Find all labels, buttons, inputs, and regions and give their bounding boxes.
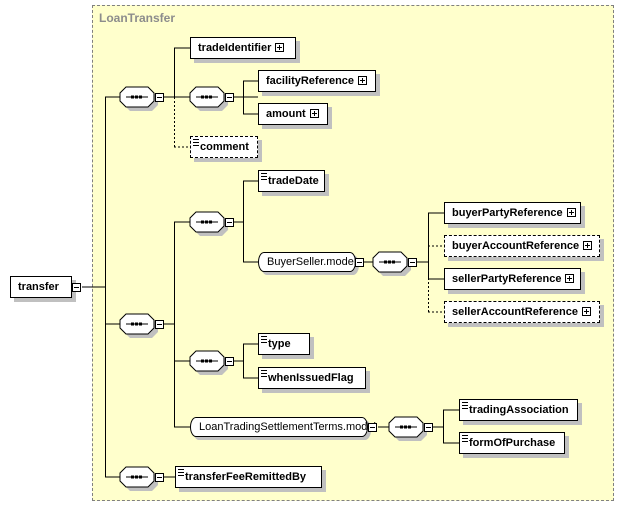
sequence-collapse-toggle[interactable] — [225, 93, 234, 102]
model-label: LoanTradingSettlementTerms.model — [199, 421, 376, 433]
expand-icon[interactable] — [275, 42, 285, 52]
root-element-transfer[interactable]: transfer — [10, 276, 72, 298]
collapse-toggle[interactable] — [72, 283, 81, 292]
element-label: tradeIdentifier — [198, 42, 272, 54]
simple-type-icon — [462, 402, 468, 409]
sequence-collapse-toggle[interactable] — [225, 357, 234, 366]
expand-icon[interactable] — [583, 240, 593, 250]
element-seller-account-reference[interactable]: sellerAccountReference — [444, 301, 600, 323]
model-collapse-toggle[interactable] — [368, 423, 377, 432]
sequence-dot-icon — [139, 322, 142, 326]
group-title: LoanTransfer — [99, 11, 176, 25]
simple-type-icon — [193, 139, 199, 146]
sequence-collapse-toggle[interactable] — [424, 423, 433, 432]
sequence-dot-icon — [131, 475, 134, 479]
sequence-dot-icon — [139, 95, 142, 99]
element-label: facilityReference — [266, 75, 355, 87]
sequence-dot-icon — [205, 220, 208, 224]
sequence-dot-icon — [205, 359, 208, 363]
element-trade-date[interactable]: tradeDate — [258, 170, 325, 192]
model-collapse-toggle[interactable] — [355, 258, 364, 267]
model-label: BuyerSeller.model — [267, 256, 357, 268]
simple-type-icon — [178, 469, 184, 476]
element-trade-identifier[interactable]: tradeIdentifier — [190, 37, 296, 59]
sequence-collapse-toggle[interactable] — [408, 258, 417, 267]
sequence-dot-icon — [408, 425, 411, 429]
simple-type-icon — [261, 336, 267, 343]
element-label: whenIssuedFlag — [268, 372, 354, 384]
sequence-dot-icon — [209, 220, 212, 224]
element-buyer-account-reference[interactable]: buyerAccountReference — [444, 235, 600, 257]
element-transfer-fee-remitted-by[interactable]: transferFeeRemittedBy — [175, 466, 322, 488]
element-label: amount — [266, 108, 306, 120]
element-label: tradeDate — [268, 175, 319, 187]
sequence-dot-icon — [392, 260, 395, 264]
expand-icon[interactable] — [358, 75, 368, 85]
expand-icon[interactable] — [565, 273, 575, 283]
sequence-dot-icon — [131, 322, 134, 326]
expand-icon[interactable] — [309, 108, 319, 118]
element-label: buyerAccountReference — [452, 240, 580, 252]
expand-icon[interactable] — [566, 207, 576, 217]
sequence-dot-icon — [209, 95, 212, 99]
element-amount[interactable]: amount — [258, 103, 328, 125]
element-label: transferFeeRemittedBy — [185, 471, 307, 483]
element-facility-reference[interactable]: facilityReference — [258, 70, 376, 92]
element-comment[interactable]: comment — [190, 136, 258, 158]
element-label: tradingAssociation — [469, 404, 569, 416]
sequence-dot-icon — [205, 95, 208, 99]
simple-type-icon — [462, 435, 468, 442]
element-label: sellerAccountReference — [452, 306, 578, 318]
element-label: transfer — [18, 281, 59, 293]
expand-icon[interactable] — [581, 306, 591, 316]
sequence-dot-icon — [139, 475, 142, 479]
simple-type-icon — [261, 370, 267, 377]
sequence-dot-icon — [135, 322, 138, 326]
sequence-dot-icon — [131, 95, 134, 99]
simple-type-icon — [261, 173, 267, 180]
element-label: buyerPartyReference — [452, 207, 563, 219]
sequence-dot-icon — [201, 95, 204, 99]
sequence-dot-icon — [135, 475, 138, 479]
group-loan-trading-settlement-terms-model[interactable]: LoanTradingSettlementTerms.model — [190, 417, 376, 437]
sequence-dot-icon — [384, 260, 387, 264]
element-trading-association[interactable]: tradingAssociation — [459, 399, 578, 421]
sequence-collapse-toggle[interactable] — [225, 218, 234, 227]
sequence-dot-icon — [135, 95, 138, 99]
element-seller-party-reference[interactable]: sellerPartyReference — [444, 268, 581, 290]
group-buyer-seller-model[interactable]: BuyerSeller.model — [258, 252, 356, 272]
element-label: type — [268, 338, 291, 350]
element-label: comment — [200, 141, 249, 153]
sequence-dot-icon — [388, 260, 391, 264]
sequence-dot-icon — [201, 220, 204, 224]
sequence-collapse-toggle[interactable] — [155, 473, 164, 482]
element-form-of-purchase[interactable]: formOfPurchase — [459, 432, 565, 454]
element-label: formOfPurchase — [469, 437, 556, 449]
element-type[interactable]: type — [258, 333, 310, 355]
element-when-issued-flag[interactable]: whenIssuedFlag — [258, 367, 366, 389]
sequence-dot-icon — [404, 425, 407, 429]
sequence-dot-icon — [209, 359, 212, 363]
element-label: sellerPartyReference — [452, 273, 562, 285]
sequence-dot-icon — [201, 359, 204, 363]
sequence-collapse-toggle[interactable] — [155, 93, 164, 102]
element-buyer-party-reference[interactable]: buyerPartyReference — [444, 202, 581, 224]
sequence-collapse-toggle[interactable] — [155, 320, 164, 329]
sequence-dot-icon — [400, 425, 403, 429]
